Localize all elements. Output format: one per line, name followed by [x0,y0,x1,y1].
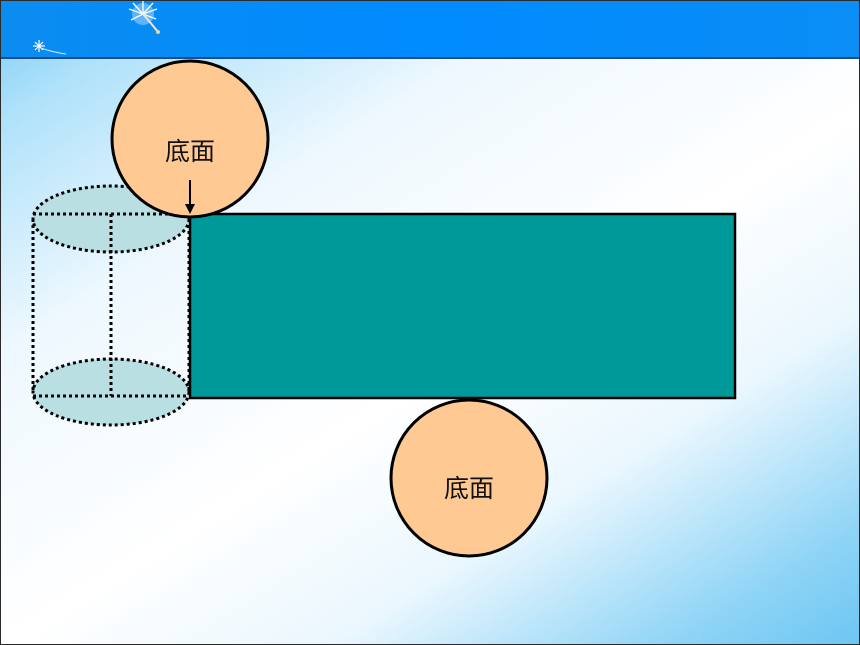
bottom-base-circle [389,398,549,558]
top-base-label: 底面 [165,137,215,166]
header-decoration [33,1,160,55]
tangent-arrow [185,180,195,214]
dotted-cylinder [31,184,191,427]
star-sparkle-icon [33,40,67,55]
cylinder-bottom-face [31,357,191,427]
bottom-base-label: 底面 [444,474,494,503]
top-base-circle [110,59,270,219]
lateral-surface-rectangle [188,212,737,400]
header-bar [0,0,860,59]
dandelion-seed-icon [128,1,160,34]
